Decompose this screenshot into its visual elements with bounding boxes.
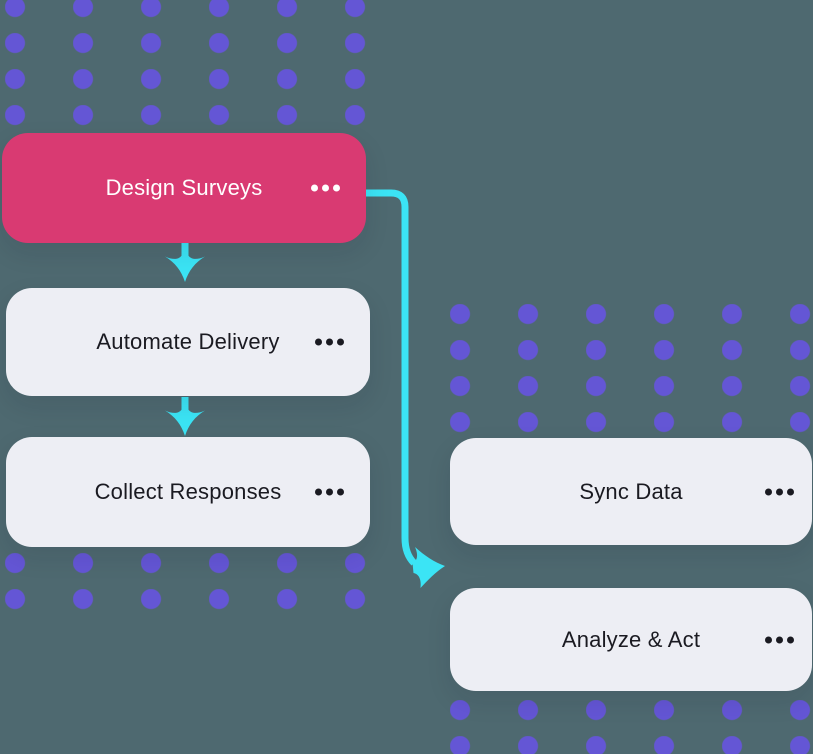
node-label: Collect Responses <box>94 479 282 504</box>
node-label: Analyze & Act <box>561 626 701 652</box>
dot-grid-right-middle <box>450 304 811 434</box>
curved-arrow-icon <box>365 189 445 588</box>
ellipsis-icon[interactable] <box>765 488 794 495</box>
node-sync-data[interactable]: Sync Data <box>450 438 812 545</box>
node-label: Automate Delivery <box>96 329 280 354</box>
node-collect-responses[interactable]: Collect Responses <box>6 437 370 547</box>
ellipsis-icon[interactable] <box>311 184 340 192</box>
arrow-down-icon <box>165 243 205 282</box>
arrow-down-icon <box>165 397 205 436</box>
node-label: Design Surveys <box>105 175 263 200</box>
dot-grid-top-left <box>5 0 366 127</box>
ellipsis-icon[interactable] <box>315 338 344 346</box>
node-label: Sync Data <box>579 478 683 504</box>
ellipsis-icon[interactable] <box>315 488 344 496</box>
ellipsis-icon[interactable] <box>765 636 794 643</box>
dot-grid-right-bottom <box>450 700 811 754</box>
node-design-surveys[interactable]: Design Surveys <box>2 133 366 243</box>
dot-grid-bottom-left <box>5 553 366 611</box>
node-analyze-act[interactable]: Analyze & Act <box>450 588 812 691</box>
node-automate-delivery[interactable]: Automate Delivery <box>6 288 370 396</box>
